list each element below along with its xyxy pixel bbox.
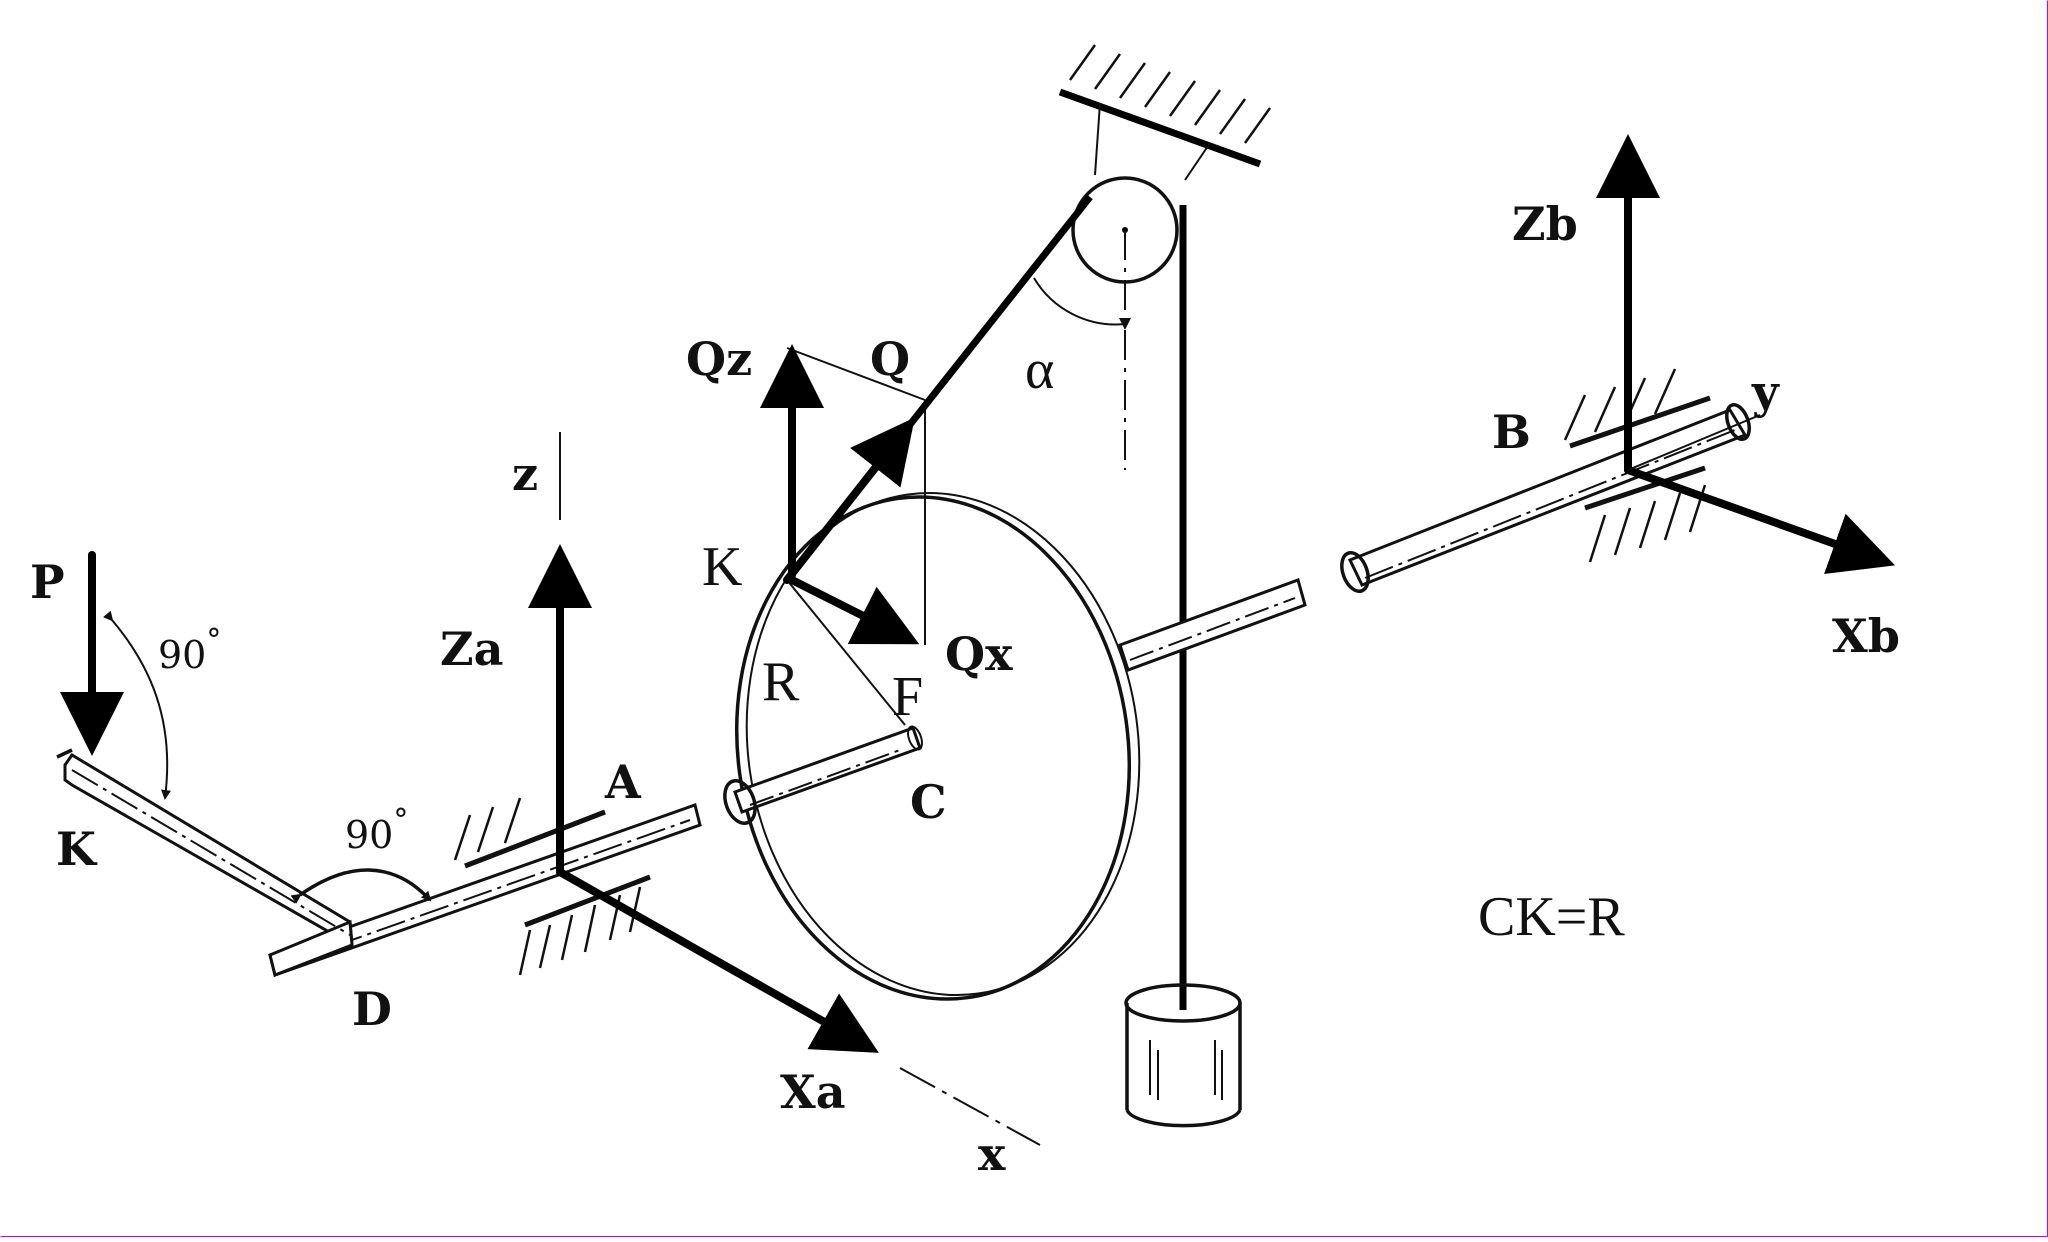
x-axis-line [899,1067,1041,1146]
force-Qx-arrow [788,576,920,645]
force-Xa-arrow [556,868,879,1053]
label-D: D [352,982,392,1036]
bearing-A [453,797,651,976]
bearing-B [1563,368,1711,563]
force-Xb-arrow [1624,466,1896,574]
label-Zb: Zb [1512,197,1578,251]
pulley [1033,176,1179,470]
label-P: P [30,555,65,609]
angle-arc-top [103,610,171,800]
label-K-left: K [56,822,98,876]
angle-arc-bottom [290,868,432,904]
radius-line [786,579,906,726]
y-axis-line [1627,414,1761,471]
label-Za: Za [440,622,503,676]
label-Qz: Qz [686,332,752,386]
label-y: y [1751,365,1780,419]
label-Xb: Xb [1832,609,1900,663]
label-alpha: α [1025,339,1054,401]
ceiling-support [1058,44,1272,181]
label-R: R [762,651,800,713]
label-angle-bottom: 90° [345,803,408,857]
label-F: F [892,666,923,728]
ceiling-hatching [1068,44,1272,144]
label-z: z [512,447,538,501]
wheel-disc [734,491,1141,1001]
label-angle-top: 90° [158,623,221,677]
label-x: x [978,1127,1006,1181]
label-Q: Q [870,332,910,386]
label-A: A [604,755,642,809]
hanging-weight [1124,983,1242,1128]
label-relation: CK=R [1478,886,1625,948]
label-Xa: Xa [780,1065,846,1119]
label-C: C [910,775,947,829]
label-B: B [1492,405,1531,459]
label-Qx: Qx [945,627,1013,681]
label-K-wheel: K [702,536,742,598]
force-Q-arrow [783,417,915,584]
